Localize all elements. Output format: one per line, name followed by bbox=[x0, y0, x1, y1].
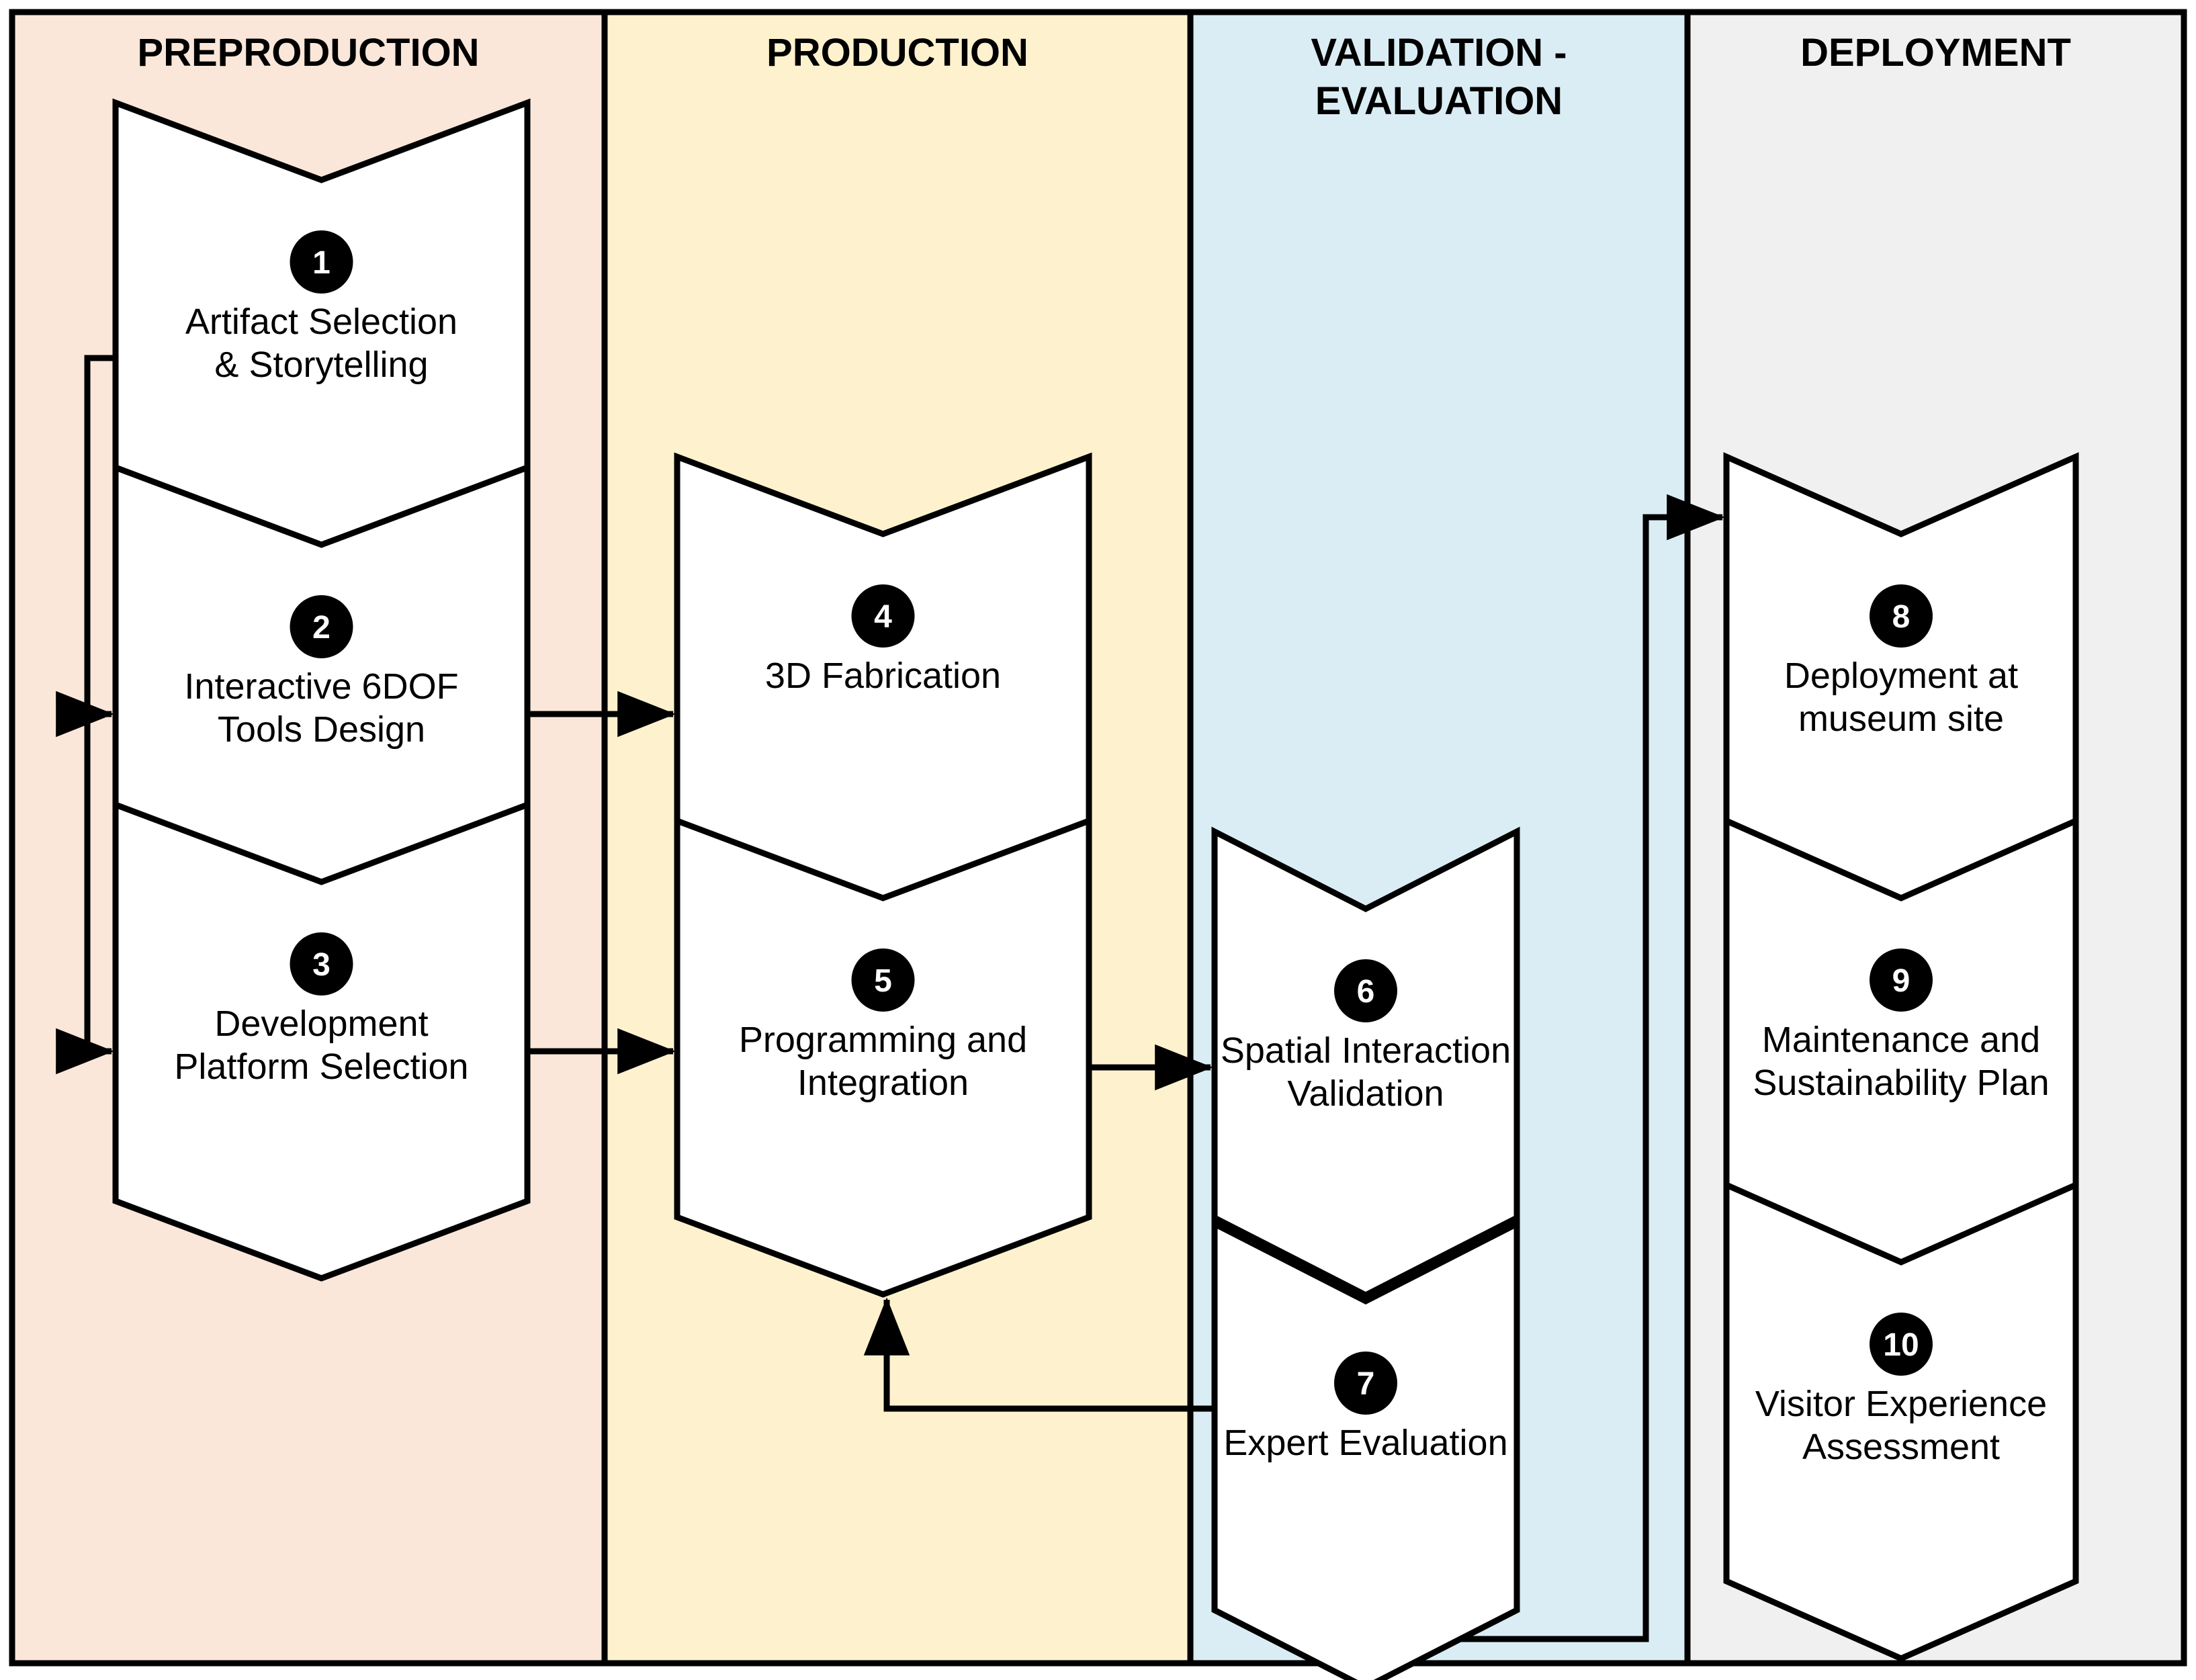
swimlane-title-text: DEPLOYMENT bbox=[1800, 31, 2071, 75]
node-number-badge bbox=[1334, 1352, 1397, 1415]
node-banner-shape bbox=[674, 816, 1092, 1298]
node-number-badge bbox=[1334, 959, 1397, 1022]
node-label-line: Tools Design bbox=[218, 709, 425, 750]
node-label-line: Artifact Selection bbox=[185, 302, 457, 342]
node-number-text: 3 bbox=[312, 947, 331, 983]
node-number-text: 1 bbox=[312, 245, 331, 281]
node-number-text: 4 bbox=[874, 599, 892, 635]
swimlane-title-production: PRODUCTION bbox=[766, 31, 1028, 75]
node-label-line: museum site bbox=[1798, 699, 2004, 739]
node-label-line: Visitor Experience bbox=[1755, 1384, 2047, 1424]
swimlane-title-text: PREPRODUCTION bbox=[137, 31, 479, 75]
node-label-line: Integration bbox=[797, 1063, 969, 1103]
node-label-line: Sustainability Plan bbox=[1753, 1063, 2049, 1103]
node-label-line: Platform Selection bbox=[174, 1047, 468, 1087]
node-label-line: Validation bbox=[1287, 1073, 1444, 1114]
node-banner-shape bbox=[1211, 826, 1520, 1299]
node-banner-shape bbox=[1723, 1180, 2079, 1662]
node-label-line: 3D Fabrication bbox=[765, 656, 1001, 696]
node-label-line: Development bbox=[214, 1004, 428, 1044]
swimlane-title-deployment: DEPLOYMENT bbox=[1800, 31, 2071, 75]
node-banner-shape bbox=[1211, 1219, 1520, 1680]
node-number-badge bbox=[290, 595, 353, 658]
node-number-badge bbox=[1870, 584, 1933, 648]
node-label-line: Expert Evaluation bbox=[1223, 1423, 1507, 1463]
node-number-badge bbox=[290, 230, 353, 294]
connector-7-to-5-feedback-arrow bbox=[863, 1297, 1215, 1412]
node-number-badge bbox=[851, 948, 915, 1012]
swimlane-title-preproduction: PREPRODUCTION bbox=[137, 31, 479, 75]
node-number-text: 5 bbox=[874, 963, 892, 999]
connector-1-to-3-bracket bbox=[84, 355, 116, 1051]
node-number-text: 2 bbox=[312, 610, 331, 646]
node-label-line: Spatial Interaction bbox=[1221, 1030, 1511, 1071]
node-label-line: Maintenance and bbox=[1762, 1020, 2040, 1060]
node-number-badge bbox=[1870, 948, 1933, 1012]
node-number-badge bbox=[290, 932, 353, 996]
node-number-text: 10 bbox=[1883, 1327, 1919, 1363]
node-number-badge bbox=[1870, 1313, 1933, 1376]
node-number-text: 8 bbox=[1892, 599, 1910, 635]
swimlane-title-text: PRODUCTION bbox=[766, 31, 1028, 75]
node-number-text: 6 bbox=[1357, 974, 1375, 1010]
node-banner-shape bbox=[112, 800, 531, 1282]
node-label-line: Assessment bbox=[1802, 1427, 2000, 1467]
swimlane-title-validation: VALIDATION -EVALUATION bbox=[1311, 31, 1567, 123]
node-number-text: 9 bbox=[1892, 963, 1910, 999]
node-number-badge bbox=[851, 584, 915, 648]
process-node-4[interactable]: 4 3D Fabrication bbox=[674, 452, 1092, 934]
node-number-text: 7 bbox=[1357, 1366, 1375, 1402]
swimlane-title-text: EVALUATION bbox=[1315, 79, 1563, 123]
node-label-line: Programming and bbox=[739, 1020, 1027, 1060]
node-label-line: Deployment at bbox=[1784, 656, 2018, 696]
node-label-line: & Storytelling bbox=[214, 345, 428, 385]
swimlane-title-text: VALIDATION - bbox=[1311, 31, 1567, 75]
node-label-line: Interactive 6DOF bbox=[184, 666, 458, 707]
